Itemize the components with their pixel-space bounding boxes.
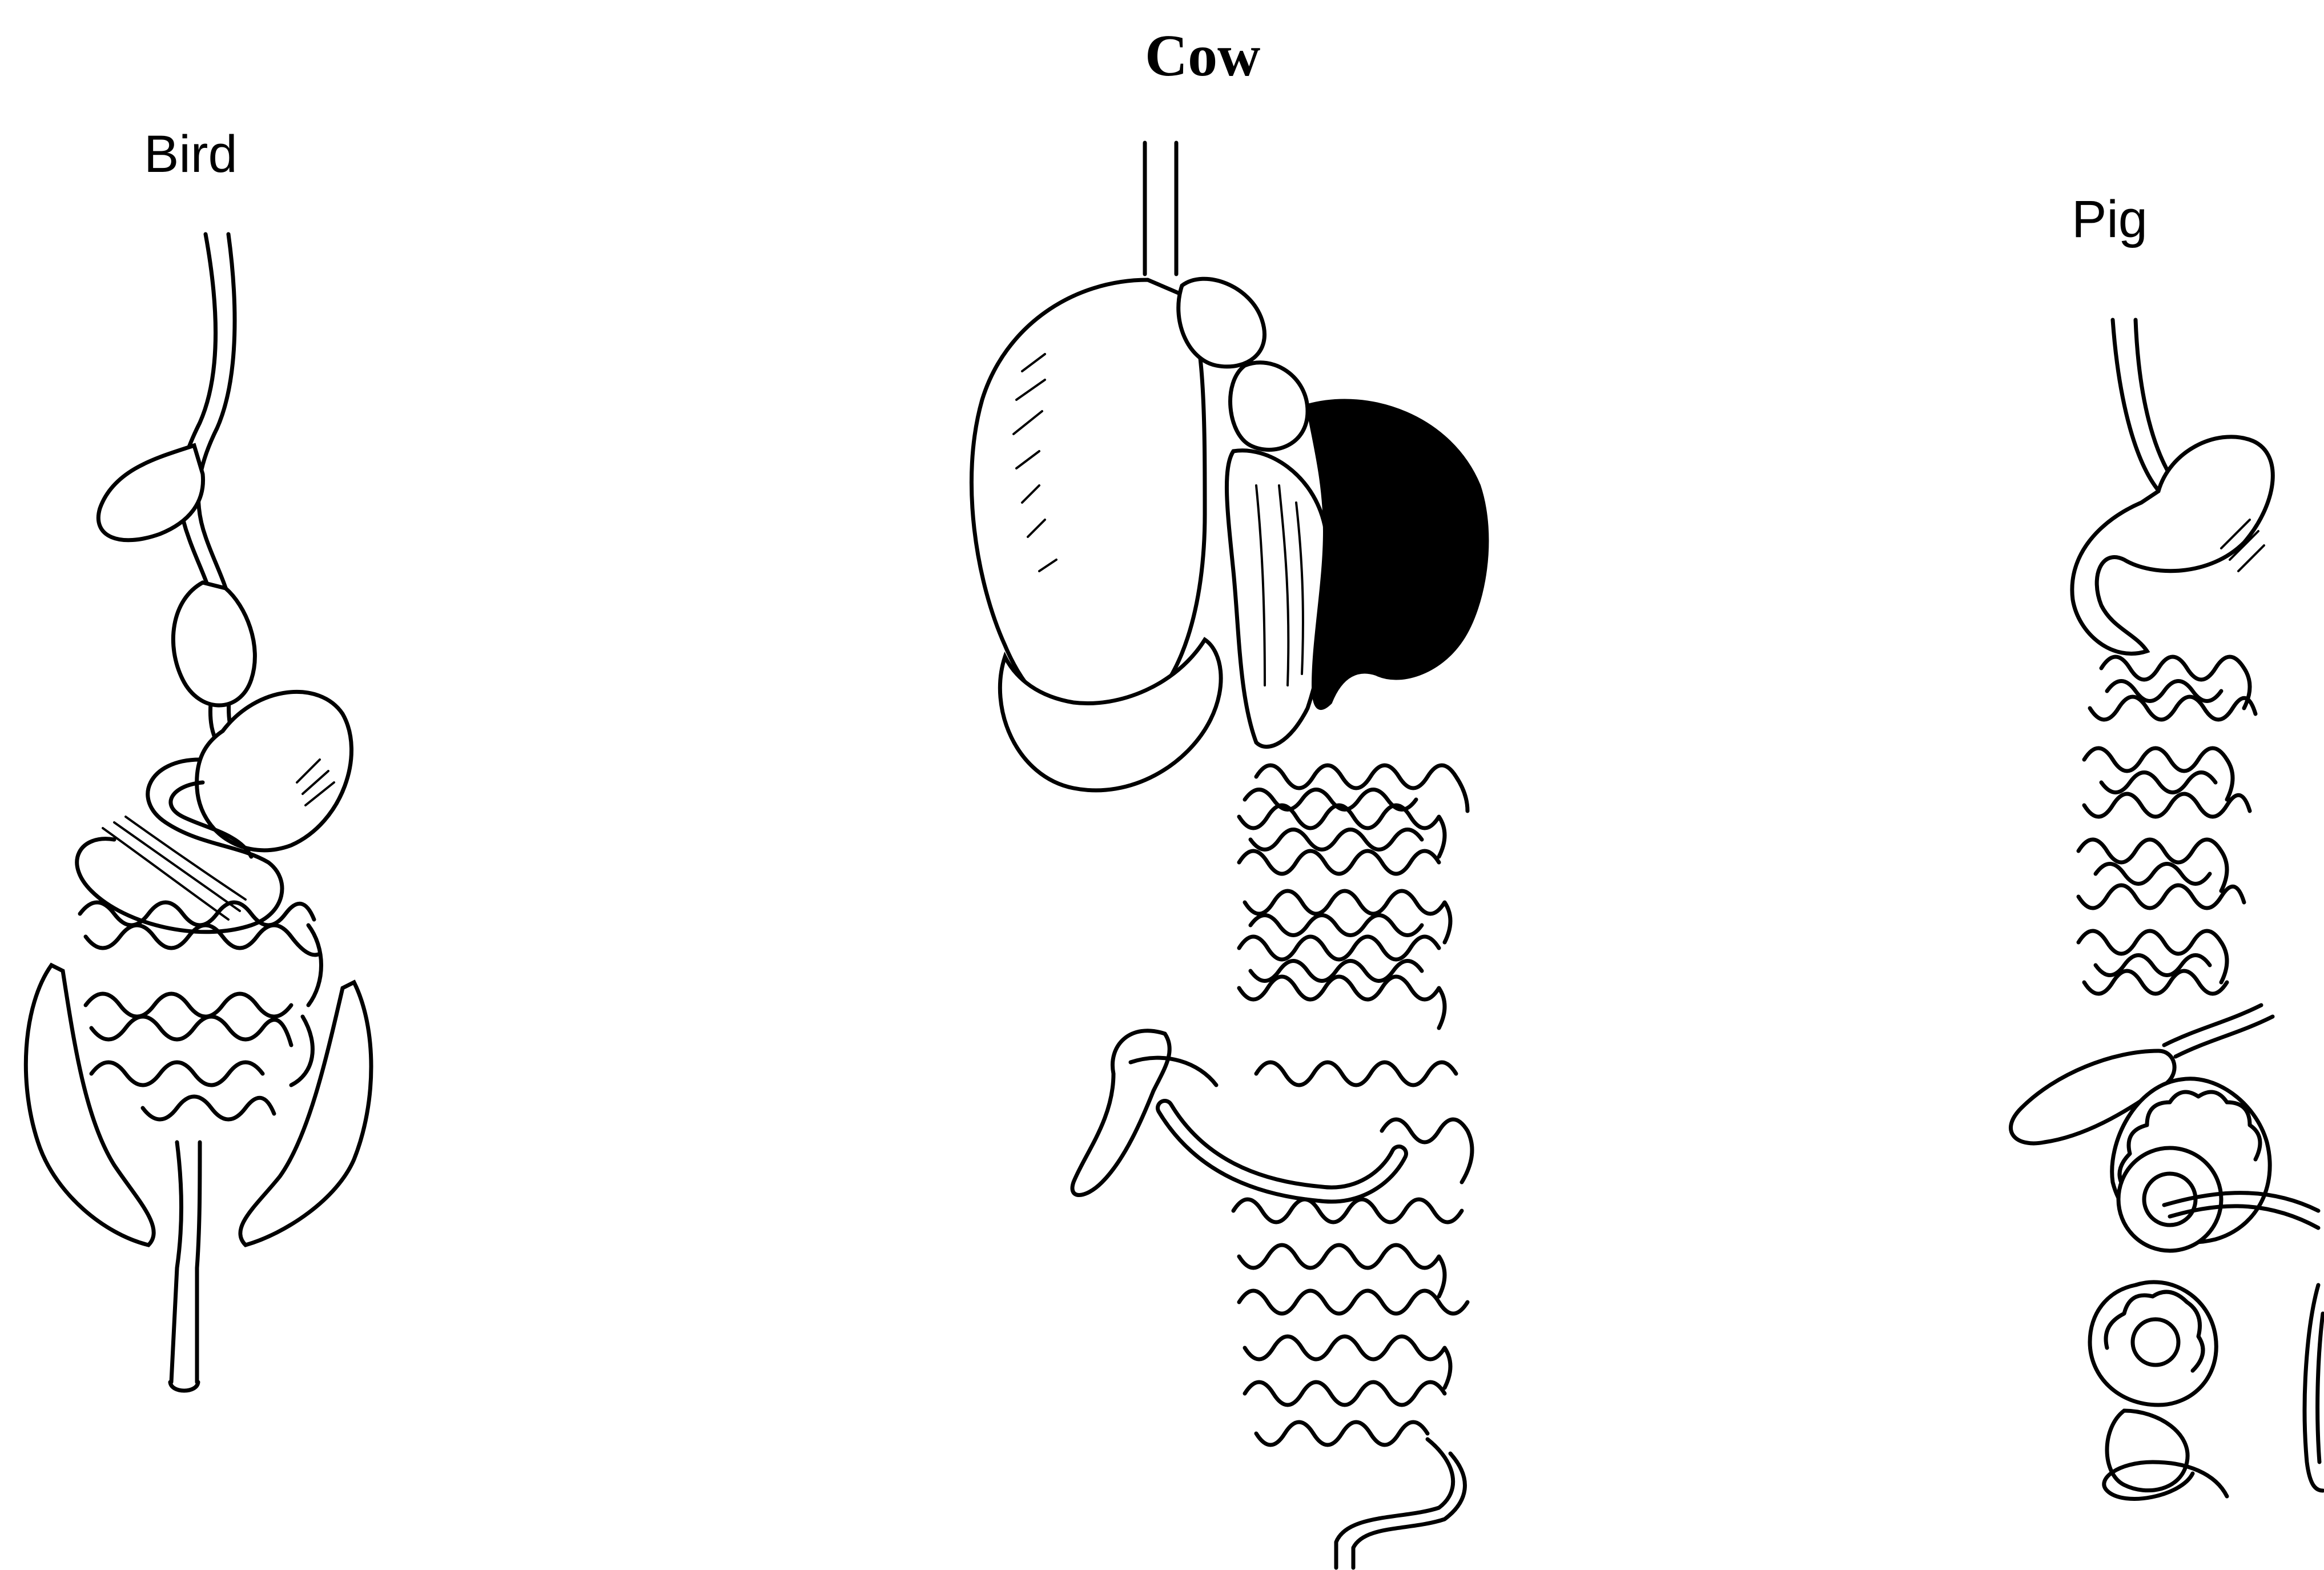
cow-abomasum [1308,400,1487,708]
bird-large-intestine [171,1142,200,1382]
cow-rectum [1336,1439,1465,1568]
bird-small-intestine [80,902,320,1119]
cow-cecum [1072,1031,1169,1195]
cow-spiral-colon [1233,1062,1472,1445]
cow-digestive-tract [971,143,1487,1568]
pig-digestive-tract [2011,320,2323,1499]
pig-small-intestine [2078,657,2255,994]
pig-spiral-colon-ring-1 [2118,1148,2221,1251]
bird-cloaca [170,1382,198,1391]
pig-spiral-colon-lower [2090,1282,2216,1405]
bird-crop [98,445,203,540]
pig-spiral-colon-tail [2107,1411,2188,1491]
bird-proventriculus [173,583,255,705]
bird-left-cecum [26,965,154,1245]
bird-intestine-bends [291,925,321,1085]
pig-ileum [2164,1005,2273,1057]
bird-digestive-tract [26,234,371,1391]
cow-esophagus [1145,143,1176,274]
cow-reticulum-lower [1231,363,1308,450]
pig-rectum [2305,1285,2323,1491]
